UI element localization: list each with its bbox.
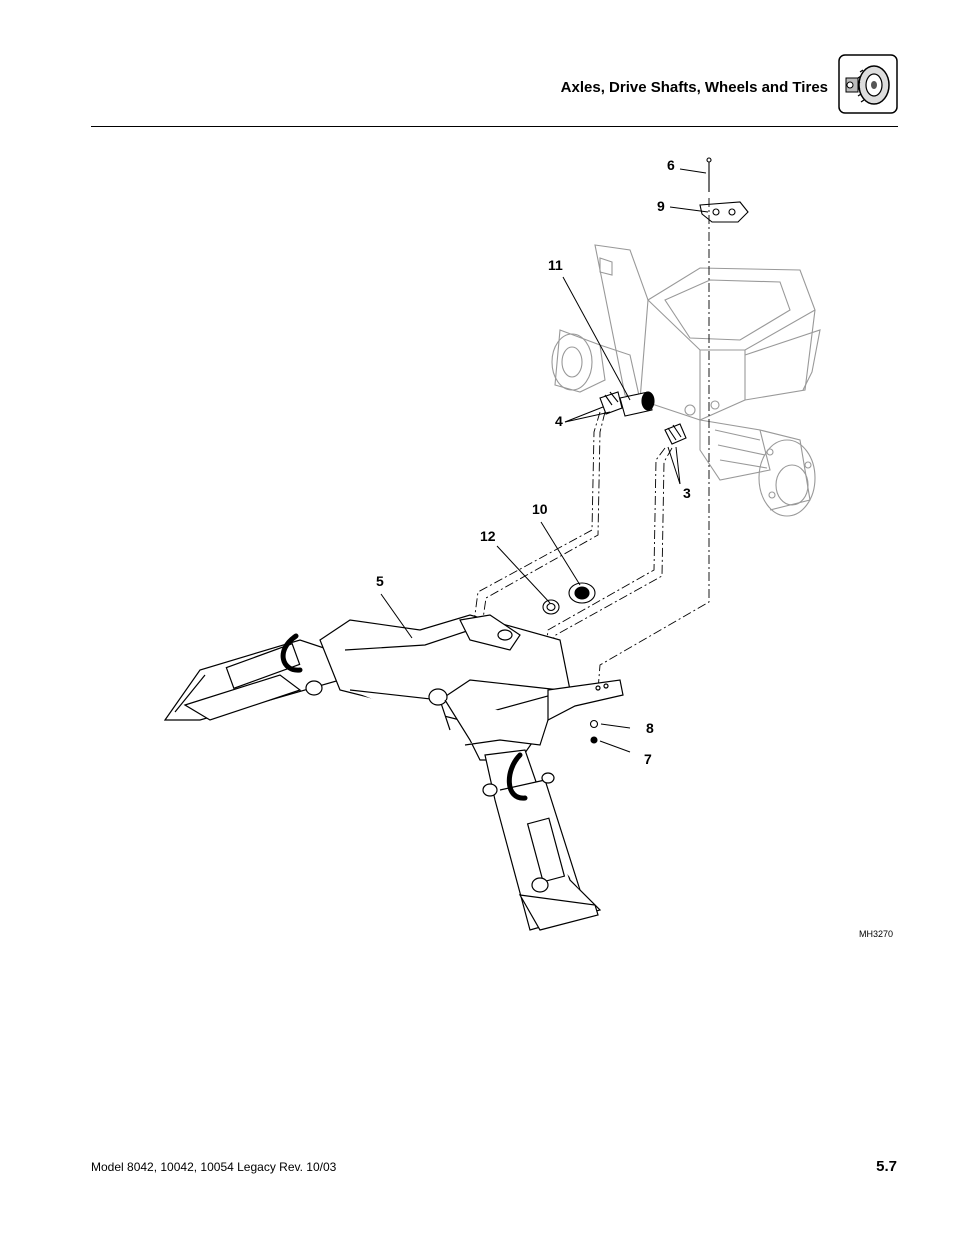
- figure-id: MH3270: [859, 929, 894, 939]
- hardware-parts: [542, 157, 749, 744]
- assembly-centerlines: [473, 198, 710, 691]
- callout-11: 11: [548, 257, 563, 273]
- callout-leaders: [380, 168, 709, 753]
- callout-9: 9: [657, 198, 665, 214]
- callout-6: 6: [667, 157, 675, 173]
- header-divider: [91, 126, 898, 127]
- callout-12: 12: [480, 528, 496, 544]
- callout-3: 3: [683, 485, 691, 501]
- callout-5: 5: [376, 573, 384, 589]
- callout-4: 4: [555, 413, 563, 429]
- page-number: 5.7: [876, 1158, 897, 1175]
- axle-frame-assembly: [551, 244, 821, 517]
- callout-7: 7: [644, 751, 652, 767]
- footer-model-revision: Model 8042, 10042, 10054 Legacy Rev. 10/…: [91, 1160, 337, 1174]
- stabilizer-frame: [163, 614, 624, 931]
- callout-8: 8: [646, 720, 654, 736]
- hydraulic-hoses: [280, 633, 528, 801]
- callout-10: 10: [532, 501, 548, 517]
- wheel-tire-icon: [838, 54, 898, 114]
- section-title: Axles, Drive Shafts, Wheels and Tires: [560, 79, 828, 96]
